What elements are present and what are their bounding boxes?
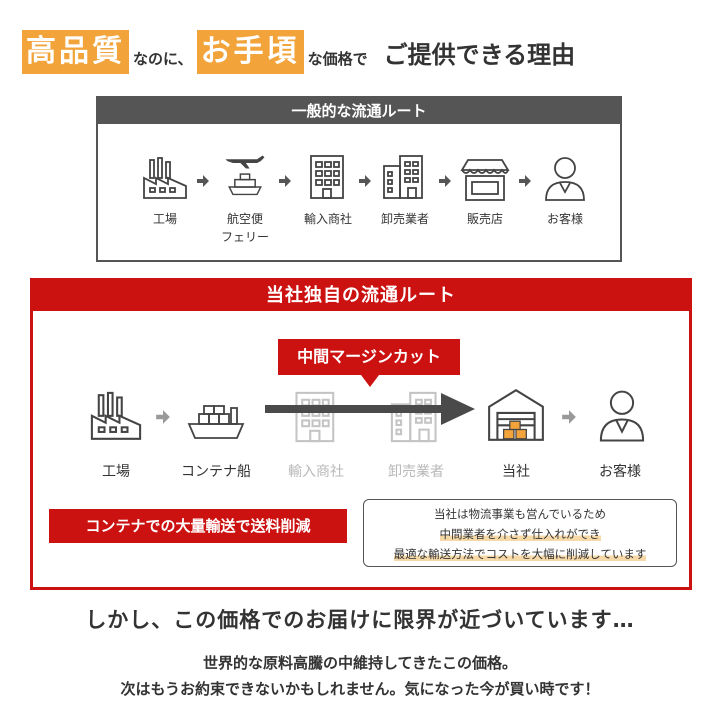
arrow-right-icon — [279, 175, 291, 187]
wholesale-buildings-icon — [383, 155, 423, 199]
company-label-importer: 輸入商社 — [288, 464, 344, 480]
header-text-2: な価格で — [307, 49, 368, 68]
logistics-info-box: 当社は物流事業も営んでいるため 中間業者を介さず仕入れができ 最適な輸送方法でコ… — [363, 499, 677, 567]
header-title: 高品質 なのに、 お手頃 な価格で ご提供できる理由 — [22, 30, 712, 74]
arrow-right-icon — [562, 410, 576, 424]
header-box-quality: 高品質 — [22, 30, 129, 74]
company-label-customer: お客様 — [599, 464, 641, 480]
header-box-affordable: お手頃 — [196, 30, 304, 74]
arrow-right-icon — [197, 175, 209, 187]
shipping-cost-label: コンテナでの大量輸送で送料削減 — [49, 509, 347, 543]
info-line-3-text: 最適な輸送方法でコストを大幅に削減しています — [393, 547, 647, 561]
customer-icon — [599, 390, 645, 442]
general-label-wholesaler: 卸売業者 — [380, 212, 429, 226]
general-route-title: 一般的な流通ルート — [98, 98, 620, 124]
margin-cut-callout: 中間マージンカット — [278, 339, 460, 387]
company-label-wholesaler: 卸売業者 — [388, 464, 444, 480]
arrow-right-icon — [359, 175, 371, 187]
general-label-factory: 工場 — [152, 212, 177, 226]
general-label-importer: 輸入商社 — [303, 212, 352, 226]
airplane-ferry-icon — [225, 155, 265, 196]
arrow-right-icon — [156, 410, 170, 424]
bottom-line-1: 世界的な原料高騰の中維持してきたこの価格。 — [202, 654, 518, 672]
general-label-air: 航空便 — [226, 212, 263, 226]
general-label-ferry: フェリー — [220, 230, 269, 244]
company-route-box: 当社独自の流通ルート 中間マージンカット — [30, 278, 692, 590]
company-label-factory: 工場 — [102, 464, 130, 480]
bottom-line-2: 次はもうお約束できないかもしれません。気になった今が買い時です！ — [120, 680, 600, 698]
header-text-1: なのに、 — [133, 49, 193, 68]
info-line-3: 最適な輸送方法でコストを大幅に削減しています — [364, 544, 676, 564]
general-label-customer: お客様 — [546, 212, 583, 226]
factory-icon — [143, 157, 187, 199]
info-line-2-text: 中間業者を介さず仕入れができ — [439, 527, 601, 541]
factory-icon — [90, 391, 142, 440]
general-label-retailer: 販売店 — [466, 212, 503, 226]
company-route-title: 当社独自の流通ルート — [33, 281, 689, 311]
info-line-1: 当社は物流事業も営んでいるため — [434, 507, 606, 521]
arrow-right-icon — [439, 175, 451, 187]
big-arrow-icon — [265, 393, 475, 425]
shop-icon — [460, 159, 510, 201]
company-label-our-company: 当社 — [502, 464, 530, 480]
general-route-box: 一般的な流通ルート — [96, 96, 622, 262]
company-label-container-ship: コンテナ船 — [181, 464, 251, 480]
warehouse-icon — [488, 388, 544, 441]
customer-icon — [545, 157, 585, 201]
container-ship-icon — [187, 405, 245, 439]
info-line-2: 中間業者を介さず仕入れができ — [364, 524, 676, 544]
header-reason: ご提供できる理由 — [379, 35, 585, 74]
building-icon — [310, 155, 344, 199]
arrow-right-icon — [519, 175, 531, 187]
bottom-headline: しかし、この価格でのお届けに限界が近づいています… — [85, 608, 635, 632]
